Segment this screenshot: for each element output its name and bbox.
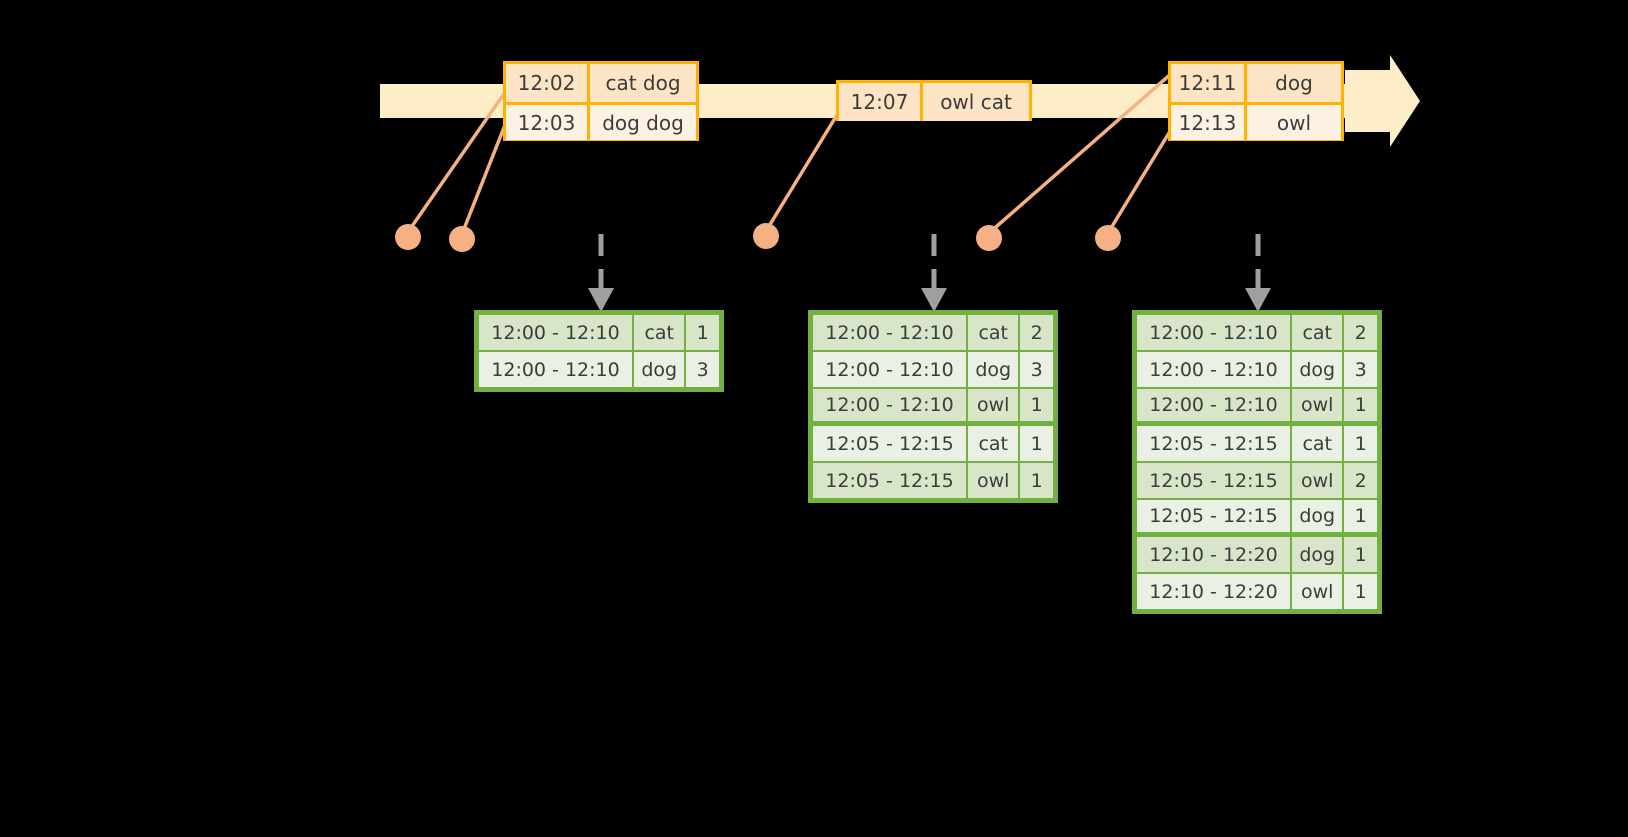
cell-window-range: 12:00 - 12:10 xyxy=(1137,315,1290,350)
event-time: 12:07 xyxy=(839,83,923,121)
cell-count: 1 xyxy=(1020,463,1053,498)
event-time: 12:02 xyxy=(506,64,590,102)
table-row: 12:05 - 12:15 cat 1 xyxy=(1136,425,1378,462)
event-dot-4 xyxy=(976,225,1002,251)
cell-count: 1 xyxy=(686,315,719,350)
event-dot-2 xyxy=(449,226,475,252)
event-words: dog dog xyxy=(590,105,696,140)
cell-word: dog xyxy=(1292,537,1343,572)
event-words: owl cat xyxy=(923,83,1029,121)
table-row: 12:00 - 12:10 owl 1 xyxy=(812,388,1054,425)
result-table-1[interactable]: 12:00 - 12:10 cat 1 12:00 - 12:10 dog 3 xyxy=(474,310,724,392)
cell-count: 1 xyxy=(1344,537,1377,572)
cell-count: 3 xyxy=(1344,352,1377,387)
cell-window-range: 12:05 - 12:15 xyxy=(1137,463,1290,498)
cell-word: dog xyxy=(1292,500,1343,532)
cell-count: 2 xyxy=(1344,315,1377,350)
cell-window-range: 12:05 - 12:15 xyxy=(813,463,966,498)
cell-word: owl xyxy=(968,389,1019,421)
result-table-2[interactable]: 12:00 - 12:10 cat 2 12:00 - 12:10 dog 3 … xyxy=(808,310,1058,503)
cell-word: owl xyxy=(1292,574,1343,609)
table-row: 12:05 - 12:15 dog 1 xyxy=(1136,499,1378,536)
cell-word: cat xyxy=(634,315,685,350)
cell-window-range: 12:00 - 12:10 xyxy=(813,315,966,350)
cell-count: 2 xyxy=(1344,463,1377,498)
event-group-2[interactable]: 12:07 owl cat xyxy=(836,80,1032,121)
cell-window-range: 12:00 - 12:10 xyxy=(479,315,632,350)
table-row: 12:00 - 12:10 owl 1 xyxy=(1136,388,1378,425)
cell-word: dog xyxy=(968,352,1019,387)
table-row: 12:05 - 12:15 owl 2 xyxy=(1136,462,1378,499)
event-row: 12:11 dog xyxy=(1171,64,1341,102)
table-row: 12:00 - 12:10 cat 2 xyxy=(812,314,1054,351)
event-group-1[interactable]: 12:02 cat dog 12:03 dog dog xyxy=(503,61,699,141)
cell-word: cat xyxy=(968,315,1019,350)
cell-count: 1 xyxy=(1344,574,1377,609)
cell-window-range: 12:05 - 12:15 xyxy=(813,426,966,461)
dashed-arrow-heads xyxy=(588,288,1271,312)
event-dot-5 xyxy=(1095,225,1121,251)
cell-count: 1 xyxy=(1344,389,1377,421)
event-dot-3 xyxy=(753,223,779,249)
cell-count: 2 xyxy=(1020,315,1053,350)
event-row: 12:07 owl cat xyxy=(839,83,1029,121)
event-row: 12:02 cat dog xyxy=(506,64,696,102)
dashed-arrow-lines xyxy=(598,234,1261,292)
table-row: 12:00 - 12:10 dog 3 xyxy=(1136,351,1378,388)
cell-window-range: 12:00 - 12:10 xyxy=(479,352,632,387)
event-dot-1 xyxy=(395,224,421,250)
table-row: 12:05 - 12:15 cat 1 xyxy=(812,425,1054,462)
table-row: 12:05 - 12:15 owl 1 xyxy=(812,462,1054,499)
event-time: 12:11 xyxy=(1171,64,1247,102)
event-words: cat dog xyxy=(590,64,696,102)
event-group-3[interactable]: 12:11 dog 12:13 owl xyxy=(1168,61,1344,141)
cell-window-range: 12:00 - 12:10 xyxy=(813,352,966,387)
cell-count: 1 xyxy=(1020,389,1053,421)
cell-word: owl xyxy=(1292,389,1343,421)
cell-count: 1 xyxy=(1344,426,1377,461)
cell-word: cat xyxy=(1292,426,1343,461)
cell-count: 3 xyxy=(1020,352,1053,387)
cell-count: 1 xyxy=(1020,426,1053,461)
cell-window-range: 12:05 - 12:15 xyxy=(1137,426,1290,461)
cell-count: 3 xyxy=(686,352,719,387)
cell-word: owl xyxy=(968,463,1019,498)
event-words: dog xyxy=(1247,64,1341,102)
cell-window-range: 12:00 - 12:10 xyxy=(813,389,966,421)
table-row: 12:00 - 12:10 cat 1 xyxy=(478,314,720,351)
cell-window-range: 12:05 - 12:15 xyxy=(1137,500,1290,532)
table-row: 12:10 - 12:20 dog 1 xyxy=(1136,536,1378,573)
event-words: owl xyxy=(1247,105,1341,140)
table-row: 12:00 - 12:10 cat 2 xyxy=(1136,314,1378,351)
cell-window-range: 12:10 - 12:20 xyxy=(1137,574,1290,609)
result-table-3[interactable]: 12:00 - 12:10 cat 2 12:00 - 12:10 dog 3 … xyxy=(1132,310,1382,614)
cell-count: 1 xyxy=(1344,500,1377,532)
event-time: 12:03 xyxy=(506,105,590,140)
cell-word: cat xyxy=(1292,315,1343,350)
cell-window-range: 12:00 - 12:10 xyxy=(1137,352,1290,387)
table-row: 12:00 - 12:10 dog 3 xyxy=(812,351,1054,388)
event-row: 12:13 owl xyxy=(1171,102,1341,140)
event-time: 12:13 xyxy=(1171,105,1247,140)
cell-word: dog xyxy=(1292,352,1343,387)
cell-word: dog xyxy=(634,352,685,387)
cell-word: cat xyxy=(968,426,1019,461)
cell-window-range: 12:00 - 12:10 xyxy=(1137,389,1290,421)
table-row: 12:00 - 12:10 dog 3 xyxy=(478,351,720,388)
cell-window-range: 12:10 - 12:20 xyxy=(1137,537,1290,572)
event-row: 12:03 dog dog xyxy=(506,102,696,140)
cell-word: owl xyxy=(1292,463,1343,498)
table-row: 12:10 - 12:20 owl 1 xyxy=(1136,573,1378,610)
